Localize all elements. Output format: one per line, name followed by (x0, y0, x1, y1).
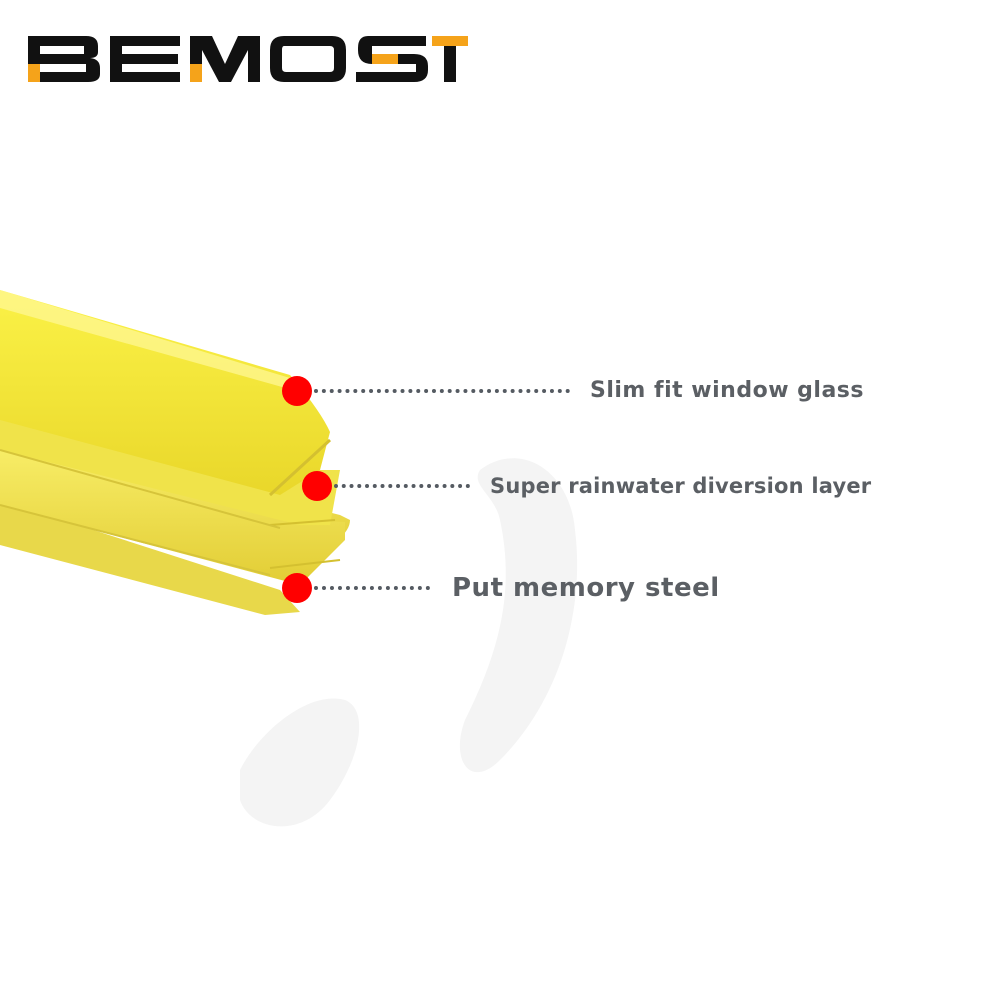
marker-dot (302, 471, 332, 501)
leader-line (334, 484, 470, 488)
marker-dot (282, 573, 312, 603)
marker-dot (282, 376, 312, 406)
leader-line (314, 389, 570, 393)
brand-logo (28, 36, 468, 82)
callout-label: Super rainwater diversion layer (490, 474, 872, 498)
leader-line (314, 586, 430, 590)
callout-label: Slim fit window glass (590, 378, 864, 403)
callout-label: Put memory steel (452, 573, 720, 603)
